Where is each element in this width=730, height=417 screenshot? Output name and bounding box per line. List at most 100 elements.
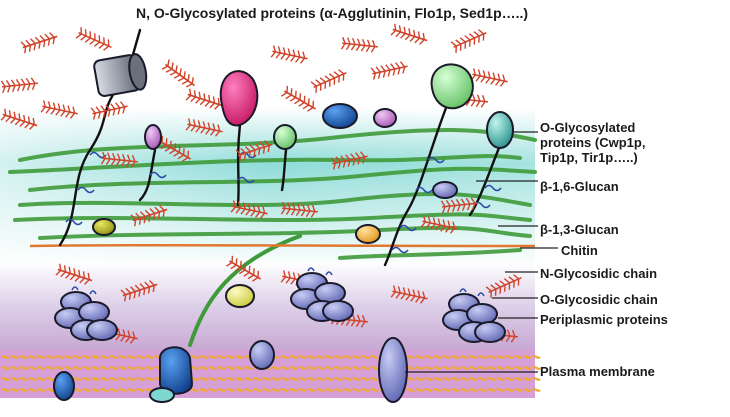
lipid-squiggle <box>469 377 478 381</box>
lipid-squiggle <box>523 388 532 392</box>
glycosidic-chains <box>0 23 522 344</box>
lipid-squiggle <box>361 388 370 392</box>
lipid-squiggle <box>334 355 343 359</box>
lipid-squiggle <box>406 388 415 392</box>
lipid-squiggle <box>316 377 325 381</box>
lipid-squiggle <box>298 388 307 392</box>
glycosidic-chain-tree <box>330 151 368 170</box>
glycosidic-chain-tree <box>130 205 168 227</box>
lipid-squiggle <box>28 355 37 359</box>
glycosidic-chain-tree <box>120 280 158 302</box>
lipid-squiggle <box>496 388 505 392</box>
lipid-squiggle <box>289 355 298 359</box>
yellow-protein <box>225 284 255 308</box>
lipid-squiggle <box>73 355 82 359</box>
glycosidic-chain-tree <box>0 108 38 130</box>
lipid-squiggle <box>226 366 235 370</box>
glycosidic-chain-tree <box>310 69 347 93</box>
lipid-squiggle <box>19 366 28 370</box>
lipid-squiggle <box>307 366 316 370</box>
diagram-title: N, O-Glycosylated proteins (α-Agglutinin… <box>136 5 529 21</box>
lipid-squiggle <box>316 366 325 370</box>
lipid-squiggle <box>73 366 82 370</box>
glycosidic-chain-tree <box>185 118 223 137</box>
label-leader-lines <box>405 131 558 373</box>
glycosidic-chain-tree <box>270 45 308 64</box>
green-protein <box>430 63 474 110</box>
lipid-squiggle <box>505 366 514 370</box>
glycosidic-chain-tree <box>0 77 38 94</box>
lipid-squiggle <box>199 377 208 381</box>
glucan-fiber <box>18 127 537 162</box>
lipid-squiggle <box>28 388 37 392</box>
lipid-squiggle <box>136 388 145 392</box>
lipid-squiggle <box>343 355 352 359</box>
o-glycan-squiggle <box>89 151 107 159</box>
lipid-squiggle <box>451 366 460 370</box>
lipid-squiggle <box>208 377 217 381</box>
lipid-squiggle <box>280 355 289 359</box>
o-glycan-squiggle <box>77 186 95 194</box>
label-plasma-membrane: Plasma membrane <box>540 364 655 379</box>
lipid-squiggle <box>316 355 325 359</box>
lipid-squiggle <box>325 377 334 381</box>
glycosidic-chain-tree <box>185 88 223 110</box>
lipid-squiggle <box>100 366 109 370</box>
o-glycan-squiggle <box>484 184 502 192</box>
lipid-squiggle <box>19 377 28 381</box>
o-glycan-squiggle <box>237 176 255 184</box>
glucan-fiber <box>38 225 532 240</box>
lipid-squiggle <box>325 388 334 392</box>
lipid-squiggle <box>532 355 541 359</box>
lipid-squiggle <box>352 355 361 359</box>
glycosidic-chain-tree <box>390 285 428 304</box>
lipid-squiggle <box>262 377 271 381</box>
lipid-squiggle <box>1 355 10 359</box>
lipid-squiggle <box>532 388 541 392</box>
lipid-squiggle <box>334 377 343 381</box>
lipid-squiggle <box>325 366 334 370</box>
glycosidic-chain-tree <box>90 101 128 120</box>
lipid-squiggle <box>514 366 523 370</box>
lipid-squiggle <box>352 388 361 392</box>
label-periplasmic-proteins: Periplasmic proteins <box>540 312 668 327</box>
glycosidic-chain-tree <box>226 255 261 282</box>
lipid-squiggle <box>37 355 46 359</box>
lipid-squiggle <box>433 388 442 392</box>
lipid-squiggle <box>523 355 532 359</box>
lipid-squiggle <box>37 377 46 381</box>
o-glycan-squiggle <box>391 246 409 254</box>
lipid-squiggle <box>109 388 118 392</box>
lipid-squiggle <box>532 377 541 381</box>
blue-protein <box>322 103 358 129</box>
lipid-squiggle <box>433 366 442 370</box>
lipid-squiggle <box>487 355 496 359</box>
lipid-squiggle <box>208 388 217 392</box>
lipid-squiggle <box>244 388 253 392</box>
lipid-squiggle <box>523 366 532 370</box>
o-glycan-squiggle <box>427 156 445 164</box>
lipid-squiggle <box>442 366 451 370</box>
lipid-squiggle <box>37 388 46 392</box>
lipid-squiggle <box>82 377 91 381</box>
transporter-subunit <box>149 387 175 403</box>
anchor-chain <box>130 28 142 60</box>
o-glycan-squiggle <box>415 186 433 194</box>
lipid-squiggle <box>406 355 415 359</box>
lipid-squiggle <box>460 377 469 381</box>
lipid-squiggle <box>469 388 478 392</box>
glycosidic-chain-tree <box>100 151 138 168</box>
lipid-squiggle <box>343 377 352 381</box>
lipid-squiggle <box>136 366 145 370</box>
lipid-squiggle <box>253 388 262 392</box>
lipid-squiggle <box>424 366 433 370</box>
lipid-squiggle <box>505 355 514 359</box>
lipid-squiggle <box>298 377 307 381</box>
glycosidic-chain-tree <box>55 263 93 285</box>
pink-protein <box>373 108 397 128</box>
lipid-squiggle <box>334 366 343 370</box>
lipid-squiggle <box>100 355 109 359</box>
lipid-squiggle <box>523 377 532 381</box>
lipid-squiggle <box>496 355 505 359</box>
membrane-protein <box>249 340 275 370</box>
